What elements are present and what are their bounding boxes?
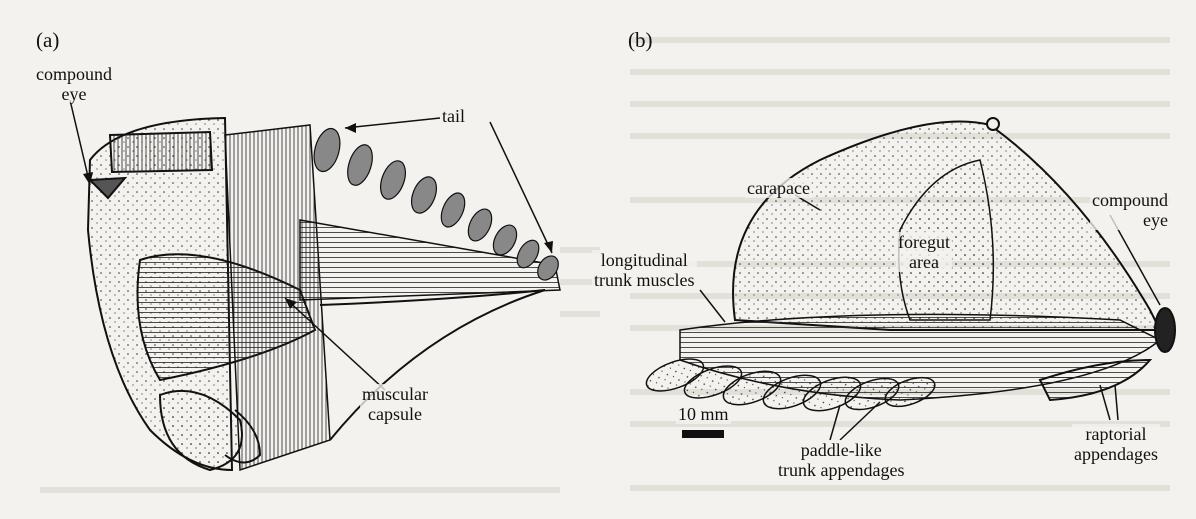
label-compound-eye-b: compound eye: [1090, 190, 1170, 230]
label-raptorial-line1: raptorial: [1074, 424, 1158, 444]
label-longitudinal-line2: trunk muscles: [594, 270, 695, 290]
label-tail: tail: [440, 106, 467, 126]
label-compound-eye-a-line1: compound: [36, 64, 112, 84]
scale-bar: [682, 430, 724, 438]
label-paddle-like-trunk-appendages: paddle-like trunk appendages: [776, 440, 906, 480]
label-paddle-line2: trunk appendages: [778, 460, 904, 480]
label-compound-eye-b-line2: eye: [1092, 210, 1168, 230]
label-raptorial-appendages: raptorial appendages: [1072, 424, 1160, 464]
label-muscular-capsule-line2: capsule: [362, 404, 428, 424]
compound-eye-b: [1155, 308, 1175, 352]
label-muscular-capsule-line1: muscular: [362, 384, 428, 404]
leader-compound-eye-a: [70, 100, 90, 185]
label-foregut-line1: foregut: [898, 232, 950, 252]
label-raptorial-line2: appendages: [1074, 444, 1158, 464]
leader-tail-1: [345, 118, 440, 128]
label-paddle-line1: paddle-like: [778, 440, 904, 460]
label-longitudinal-trunk-muscles: longitudinal trunk muscles: [592, 250, 697, 290]
panel-b-animal-drawing: [642, 118, 1175, 440]
label-scale-bar: 10 mm: [676, 404, 731, 424]
label-foregut-line2: area: [898, 252, 950, 272]
panel-a-animal-drawing: [70, 100, 563, 470]
panel-a-label: (a): [34, 30, 61, 50]
label-compound-eye-a: compound eye: [34, 64, 114, 104]
label-longitudinal-line1: longitudinal: [594, 250, 695, 270]
label-compound-eye-a-line2: eye: [36, 84, 112, 104]
label-carapace: carapace: [745, 178, 812, 198]
label-compound-eye-b-line1: compound: [1092, 190, 1168, 210]
label-muscular-capsule: muscular capsule: [360, 384, 430, 424]
label-foregut-area: foregut area: [896, 232, 952, 272]
panel-b-label: (b): [626, 30, 655, 50]
